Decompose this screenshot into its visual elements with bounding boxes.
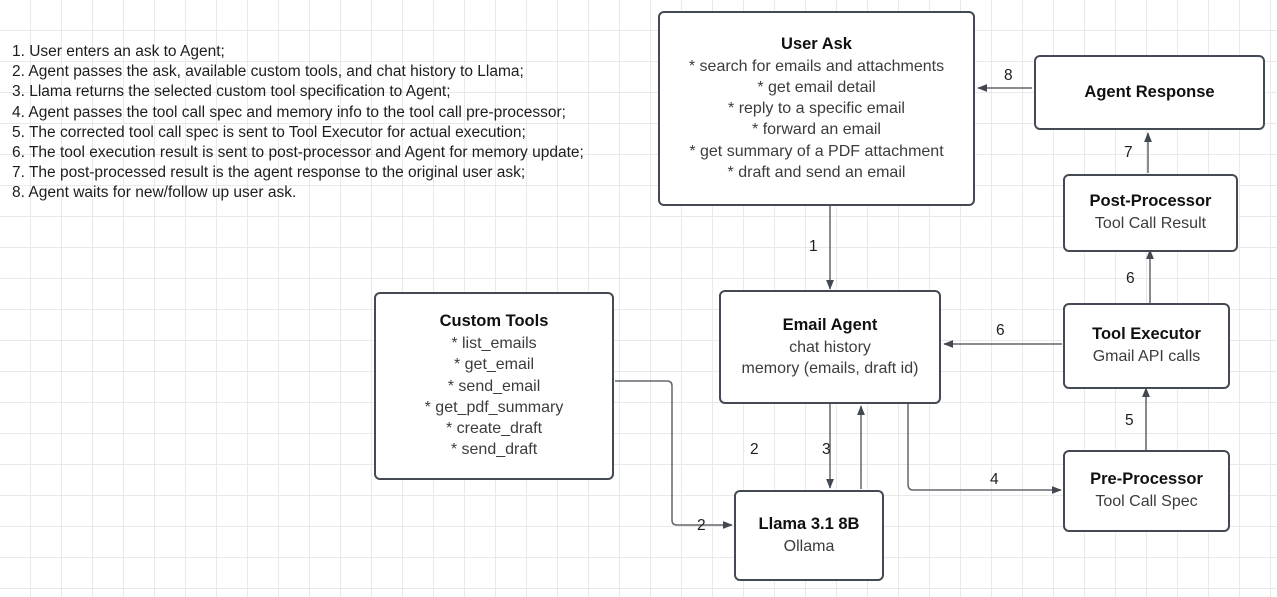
- node-post-processor-subtitle: Tool Call Result: [1094, 215, 1207, 233]
- legend-step-8: 8. Agent waits for new/follow up user as…: [12, 184, 297, 202]
- node-post-processor-title: Post-Processor: [1089, 192, 1212, 211]
- edge-label-4: 4: [990, 471, 999, 488]
- node-user-ask-line-2: * get email detail: [757, 78, 876, 96]
- edge-label-7: 7: [1124, 144, 1133, 161]
- node-agent-response-title: Agent Response: [1084, 82, 1215, 101]
- edge-4-path: [907, 403, 1062, 494]
- node-email-agent-line-2: memory (emails, draft id): [741, 359, 919, 377]
- node-custom-tools-title: Custom Tools: [439, 312, 549, 331]
- flow-steps-legend: 1. User enters an ask to Agent; 2. Agent…: [12, 42, 652, 204]
- node-custom-tools[interactable]: Custom Tools * list_emails * get_email *…: [374, 292, 614, 480]
- node-user-ask[interactable]: User Ask * search for emails and attachm…: [658, 11, 975, 206]
- node-pre-processor-title: Pre-Processor: [1090, 470, 1203, 489]
- edge-label-1: 1: [809, 238, 818, 255]
- node-user-ask-line-6: * draft and send an email: [727, 163, 906, 181]
- edge-2b-path: [615, 380, 733, 529]
- edge-label-3: 3: [822, 441, 831, 458]
- edge-label-6a: 6: [1126, 270, 1135, 287]
- legend-step-3: 3. Llama returns the selected custom too…: [12, 83, 451, 101]
- node-user-ask-line-1: * search for emails and attachments: [688, 57, 945, 75]
- node-tool-executor[interactable]: Tool Executor Gmail API calls: [1063, 303, 1230, 389]
- node-llama-title: Llama 3.1 8B: [758, 514, 860, 533]
- node-pre-processor[interactable]: Pre-Processor Tool Call Spec: [1063, 450, 1230, 532]
- node-custom-tools-line-6: * send_draft: [450, 441, 538, 459]
- node-custom-tools-line-1: * list_emails: [451, 335, 537, 353]
- node-tool-executor-title: Tool Executor: [1092, 325, 1201, 344]
- legend-step-2: 2. Agent passes the ask, available custo…: [12, 63, 524, 81]
- legend-step-6: 6. The tool execution result is sent to …: [12, 144, 584, 162]
- node-user-ask-title: User Ask: [781, 34, 852, 53]
- node-email-agent-title: Email Agent: [782, 315, 878, 334]
- node-custom-tools-line-3: * send_email: [447, 377, 541, 395]
- node-custom-tools-line-5: * create_draft: [445, 420, 543, 438]
- edge-label-8: 8: [1004, 67, 1013, 84]
- node-agent-response[interactable]: Agent Response: [1034, 55, 1265, 130]
- node-tool-executor-subtitle: Gmail API calls: [1092, 348, 1201, 366]
- legend-step-5: 5. The corrected tool call spec is sent …: [12, 123, 526, 141]
- legend-step-4: 4. Agent passes the tool call spec and m…: [12, 103, 566, 121]
- edge-label-2a: 2: [750, 441, 759, 458]
- edge-label-2b: 2: [697, 517, 706, 534]
- node-email-agent[interactable]: Email Agent chat history memory (emails,…: [719, 290, 941, 404]
- legend-step-1: 1. User enters an ask to Agent;: [12, 43, 225, 60]
- node-user-ask-line-3: * reply to a specific email: [728, 100, 905, 118]
- edge-label-5: 5: [1125, 412, 1134, 429]
- node-email-agent-line-1: chat history: [789, 338, 871, 356]
- edge-label-6b: 6: [996, 322, 1005, 339]
- node-custom-tools-line-2: * get_email: [453, 356, 535, 374]
- node-llama-subtitle: Ollama: [783, 537, 835, 555]
- legend-step-7: 7. The post-processed result is the agen…: [12, 164, 526, 182]
- node-post-processor[interactable]: Post-Processor Tool Call Result: [1063, 174, 1238, 252]
- node-user-ask-line-5: * get summary of a PDF attachment: [689, 142, 944, 160]
- node-user-ask-line-4: * forward an email: [752, 121, 881, 139]
- node-llama[interactable]: Llama 3.1 8B Ollama: [734, 490, 884, 581]
- node-pre-processor-subtitle: Tool Call Spec: [1095, 493, 1198, 511]
- node-custom-tools-line-4: * get_pdf_summary: [424, 398, 564, 416]
